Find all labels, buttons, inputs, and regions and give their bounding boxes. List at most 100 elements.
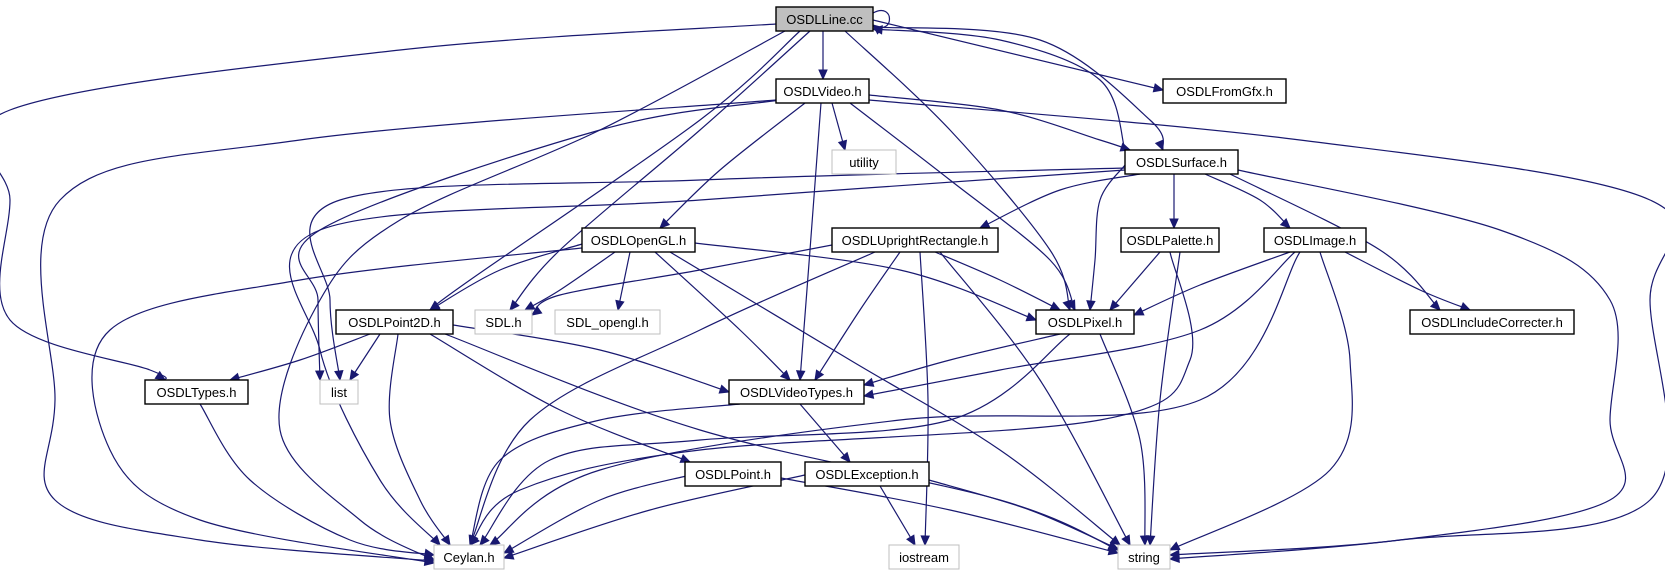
node-incc[interactable]: OSDLIncludeCorrecter.h [1409, 309, 1575, 335]
edge-opengl-to-sdl [523, 251, 616, 311]
node-vtypes[interactable]: OSDLVideoTypes.h [728, 379, 865, 405]
edge-upright-to-sdl [530, 244, 833, 316]
edge-surface-to-upright [978, 173, 1141, 229]
edge-exception-to-string [928, 479, 1120, 550]
edge-vtypes-to-exception [799, 403, 851, 463]
node-box [554, 309, 661, 335]
node-label: OSDLImage.h [1274, 233, 1356, 248]
node-label: list [331, 385, 347, 400]
node-line[interactable]: OSDLLine.cc [775, 6, 874, 32]
edge-point2d-to-vtypes [452, 324, 731, 394]
edge-image-to-incc [1344, 251, 1472, 311]
edge-line-to-types [0, 23, 777, 381]
node-video[interactable]: OSDLVideo.h [775, 78, 870, 104]
node-label: OSDLTypes.h [157, 385, 237, 400]
node-sdlgl: SDL_opengl.h [554, 309, 661, 335]
node-opengl[interactable]: OSDLOpenGL.h [581, 227, 696, 253]
edge-video-to-opengl [659, 102, 806, 229]
node-box [1263, 227, 1367, 253]
edge-pixel-to-string [1099, 333, 1150, 547]
edge-pixel-to-ceylan [479, 333, 1071, 546]
node-label: OSDLPalette.h [1127, 233, 1214, 248]
edge-upright-to-pixel [934, 251, 1062, 311]
edge-opengl-to-ceylan [91, 247, 583, 566]
node-fromgfx[interactable]: OSDLFromGfx.h [1162, 78, 1287, 104]
edge-image-to-ceylan [488, 251, 1301, 546]
node-box [1120, 227, 1220, 253]
edge-palette-to-string [1145, 251, 1181, 547]
node-palette[interactable]: OSDLPalette.h [1120, 227, 1220, 253]
node-exception[interactable]: OSDLException.h [804, 461, 930, 487]
edge-video-to-pixel [849, 102, 1076, 312]
node-point[interactable]: OSDLPoint.h [684, 461, 782, 487]
node-box [775, 6, 874, 32]
node-box [1117, 544, 1171, 570]
node-string: string [1117, 544, 1171, 570]
edge-surface-to-line [871, 25, 1126, 151]
edge-video-to-list [297, 99, 781, 382]
node-box [1035, 309, 1135, 335]
node-box [728, 379, 865, 405]
node-label: OSDLUprightRectangle.h [842, 233, 989, 248]
node-label: OSDLPoint2D.h [348, 315, 441, 330]
edge-surface-to-incc [1229, 173, 1441, 311]
edge-video-to-vtypes [795, 102, 822, 382]
edge-surface-to-list [309, 167, 1126, 382]
node-label: OSDLSurface.h [1136, 155, 1227, 170]
node-label: OSDLIncludeCorrecter.h [1421, 315, 1563, 330]
node-label: string [1128, 550, 1160, 565]
edge-video-to-utility [831, 102, 848, 152]
node-box [831, 227, 999, 253]
node-box [1162, 78, 1287, 104]
edge-pixel-to-vtypes [862, 333, 1061, 387]
node-box [888, 544, 960, 570]
node-box [581, 227, 696, 253]
node-types[interactable]: OSDLTypes.h [144, 379, 249, 405]
node-box [144, 379, 249, 405]
node-list: list [319, 379, 359, 405]
node-sdl: SDL.h [474, 309, 533, 335]
edge-palette-to-pixel [1109, 251, 1161, 311]
node-label: OSDLPoint.h [695, 467, 771, 482]
node-point2d[interactable]: OSDLPoint2D.h [335, 309, 454, 335]
edge-exception-to-iostream [879, 485, 916, 547]
edge-image-to-pixel [1132, 251, 1291, 316]
edge-types-to-ceylan [199, 403, 436, 559]
node-box [775, 78, 870, 104]
node-label: OSDLVideo.h [783, 84, 861, 99]
edge-surface-to-palette [1169, 174, 1179, 230]
node-surface[interactable]: OSDLSurface.h [1124, 149, 1239, 175]
node-iostream: iostream [888, 544, 960, 570]
edge-point-to-ceylan [502, 474, 691, 554]
node-box [684, 461, 782, 487]
node-box [804, 461, 930, 487]
node-box [433, 544, 505, 570]
node-box [1124, 149, 1239, 175]
edge-point2d-to-ceylan [388, 333, 451, 547]
edge-line-to-point2d [429, 30, 801, 311]
node-label: OSDLVideoTypes.h [740, 385, 853, 400]
node-label: SDL.h [485, 315, 521, 330]
edge-opengl-to-vtypes [654, 251, 791, 381]
node-upright[interactable]: OSDLUprightRectangle.h [831, 227, 999, 253]
node-label: OSDLException.h [815, 467, 918, 482]
edge-line-to-sdl [509, 30, 811, 311]
node-box [474, 309, 533, 335]
edge-image-to-vtypes [862, 251, 1296, 399]
node-label: OSDLFromGfx.h [1176, 84, 1273, 99]
edge-opengl-to-sdlgl [615, 251, 631, 312]
node-box [319, 379, 359, 405]
node-image[interactable]: OSDLImage.h [1263, 227, 1367, 253]
edge-surface-to-ceylan [288, 169, 1126, 546]
edge-point2d-to-types [228, 333, 371, 382]
node-ceylan: Ceylan.h [433, 544, 505, 570]
edge-line-to-surface [872, 26, 1164, 152]
edge-line-to-video [818, 31, 828, 81]
edge-surface-to-string [1168, 169, 1627, 560]
edge-vtypes-to-ceylan [468, 403, 741, 547]
node-pixel[interactable]: OSDLPixel.h [1035, 309, 1135, 335]
node-label: iostream [899, 550, 949, 565]
node-label: OSDLOpenGL.h [591, 233, 686, 248]
edge-surface-to-image [1204, 173, 1291, 229]
